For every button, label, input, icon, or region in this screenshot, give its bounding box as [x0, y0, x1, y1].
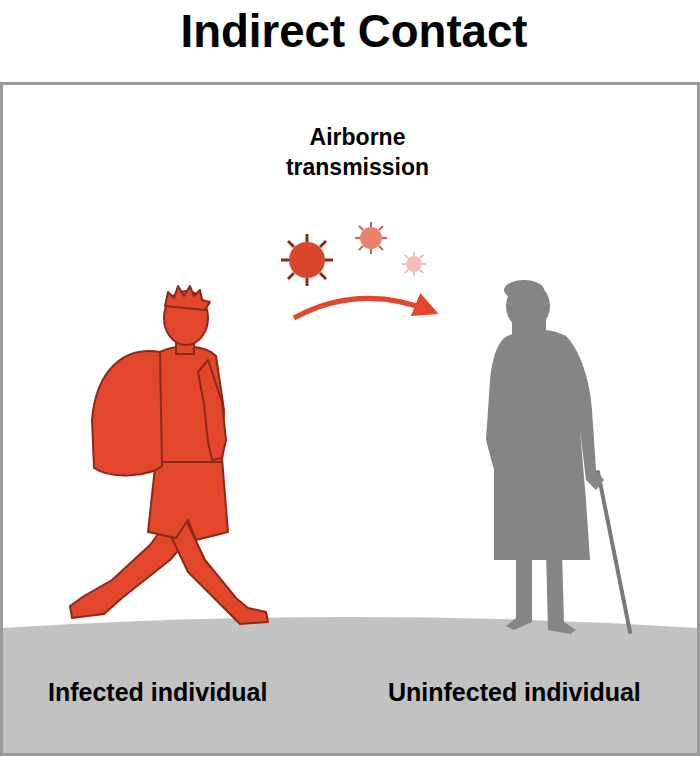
uninfected-person	[486, 280, 630, 634]
infected-person	[70, 286, 268, 624]
virus-particles	[281, 222, 426, 286]
transmission-label: Airborne transmission	[245, 122, 470, 182]
person-label: Uninfected individual	[388, 676, 641, 708]
person-label: Infected individual	[48, 676, 267, 708]
transmission-arrow	[294, 298, 434, 318]
diagram-title: Indirect Contact	[4, 4, 700, 59]
ground	[2, 617, 698, 755]
frame	[2, 84, 699, 755]
